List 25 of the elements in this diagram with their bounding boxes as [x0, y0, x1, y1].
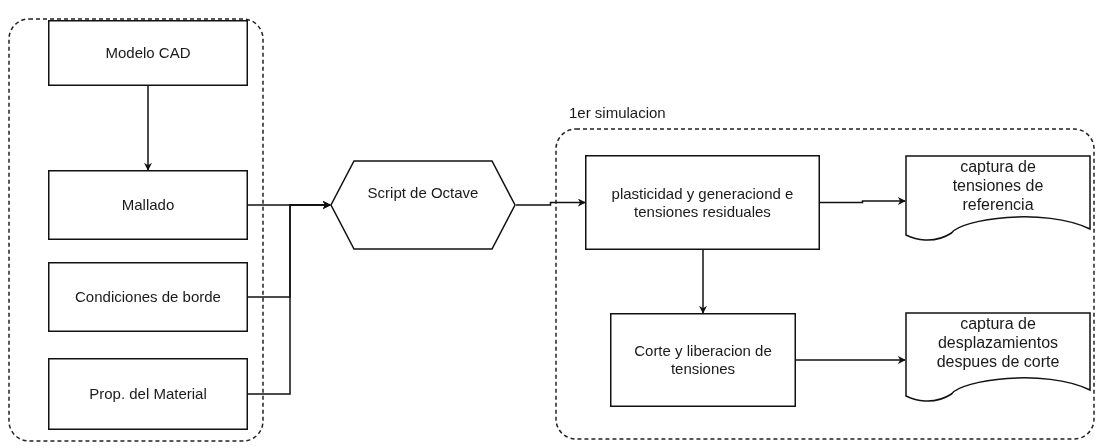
node-label: Mallado [120, 196, 176, 214]
node-label: Condiciones de borde [74, 288, 222, 306]
node-label: Modelo CAD [104, 44, 192, 62]
arrow [515, 198, 586, 207]
dashed-group-frame [555, 104, 1095, 440]
process-box [48, 170, 248, 240]
node-label: captura de desplazamientos despues de corte [935, 314, 1061, 371]
arrow [247, 201, 331, 395]
process-box [48, 358, 248, 430]
arrow [144, 85, 152, 171]
arrow [699, 249, 707, 314]
process-box [610, 313, 796, 407]
node-label: plasticidad y generaciond e tensiones residuales [610, 184, 795, 221]
arrow [795, 356, 906, 364]
process-box [48, 20, 248, 86]
process-box [48, 262, 248, 332]
hexagon-box [330, 160, 516, 250]
group-title: 1er simulacion [569, 104, 666, 122]
node-label: Script de Octave [366, 184, 480, 202]
process-box [585, 155, 820, 250]
arrow [819, 197, 906, 205]
node-label: Corte y liberacion de tensiones [633, 342, 773, 378]
node-label: captura de tensiones de referencia [951, 157, 1045, 214]
dashed-group-frame [8, 18, 264, 442]
node-label: Prop. del Material [88, 385, 208, 403]
